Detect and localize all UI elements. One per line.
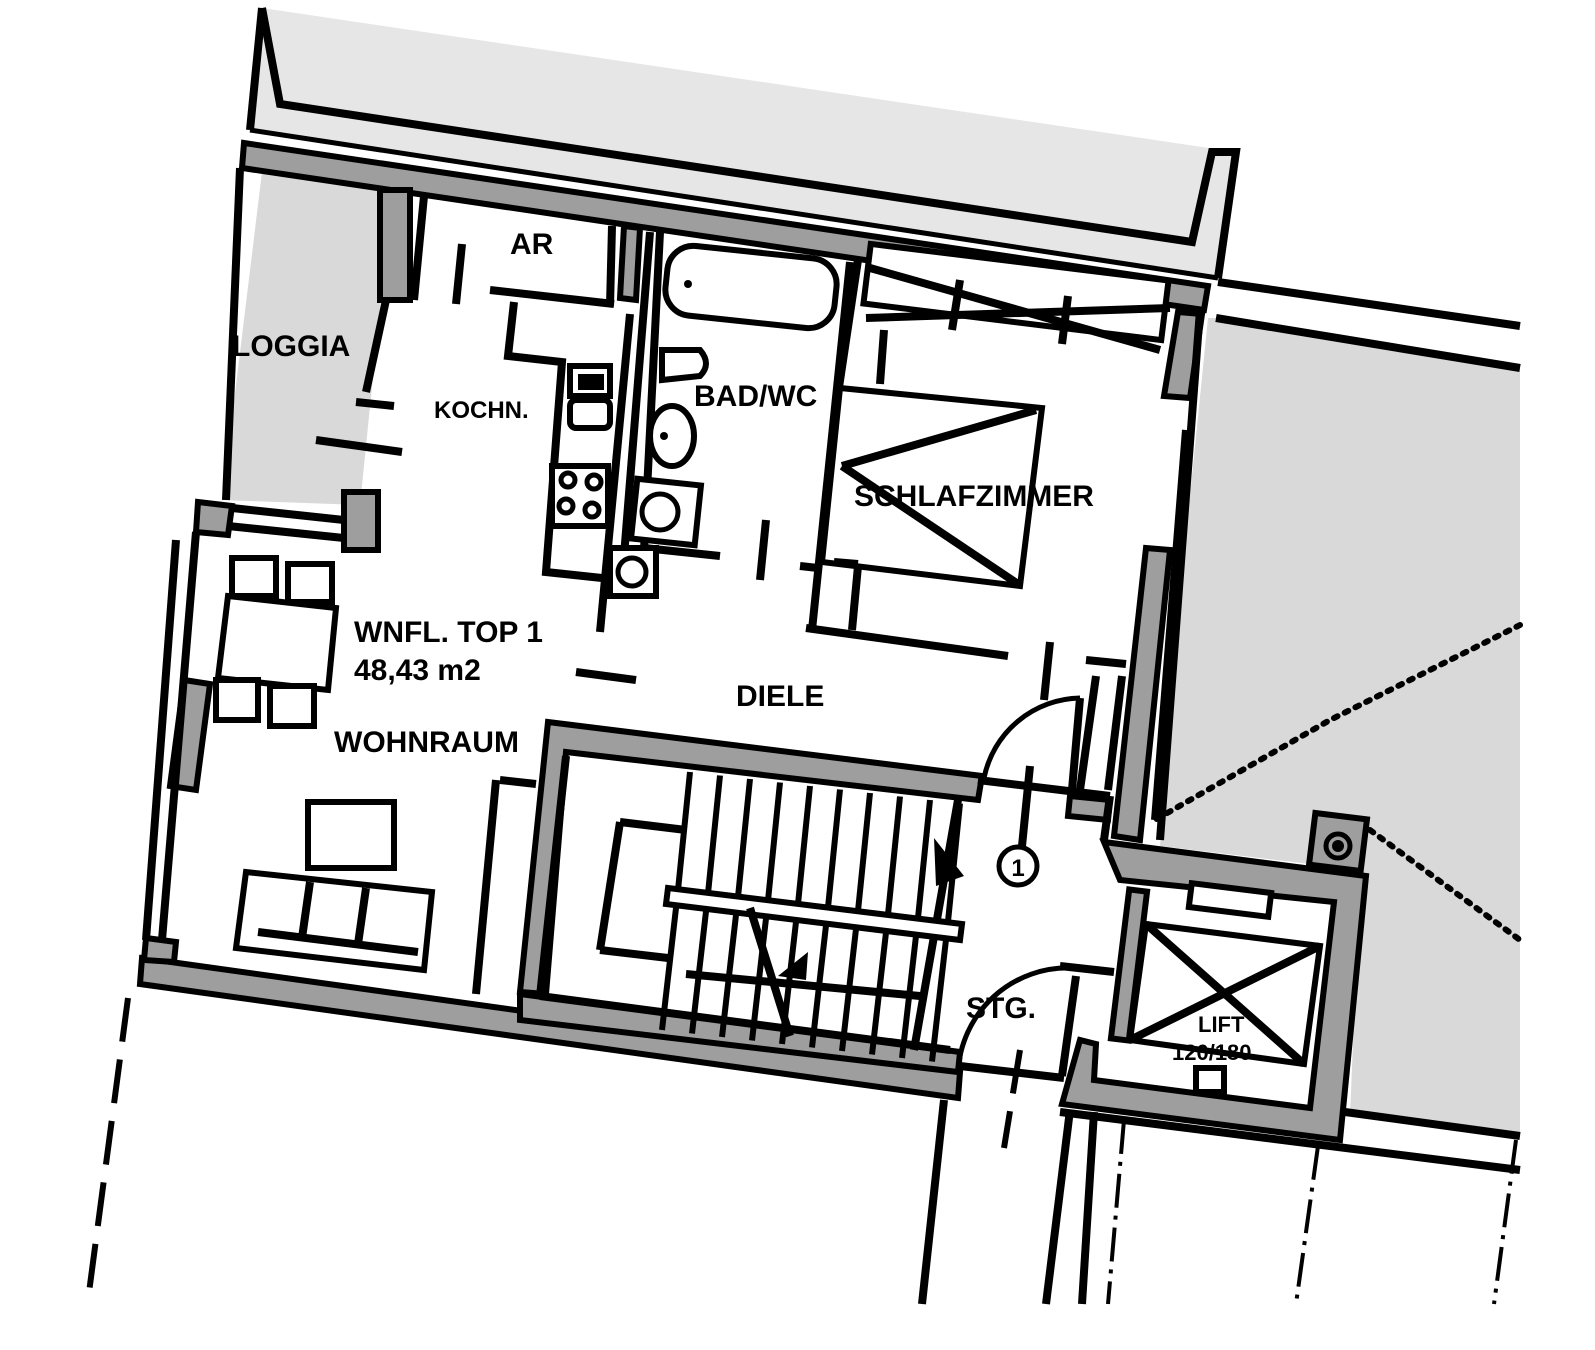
stair-tread <box>929 939 949 1062</box>
label-stg: STG. <box>966 992 1036 1025</box>
label-lift: LIFT <box>1198 1012 1245 1037</box>
label-lift-size: 120/180 <box>1172 1040 1252 1065</box>
stair-tread <box>825 789 843 908</box>
lift-car <box>1126 831 1353 1095</box>
stair-marker-number: 1 <box>1011 855 1024 882</box>
door-swings <box>955 695 1084 1073</box>
label-kochn: KOCHN. <box>434 397 529 424</box>
label-loggia: LOGGIA <box>232 330 350 363</box>
loggia-area <box>222 172 392 505</box>
stair-tread <box>765 782 783 901</box>
right-terrace <box>1151 278 1523 1140</box>
label-schlafzimmer: SCHLAFZIMMER <box>854 480 1094 513</box>
stair-tread <box>795 785 813 905</box>
stair-tread <box>915 799 933 919</box>
label-wohnraum: WOHNRAUM <box>334 726 519 759</box>
site-lines <box>85 997 1521 1305</box>
label-wnfl-title: WNFL. TOP 1 <box>354 616 543 649</box>
furniture <box>213 242 1046 974</box>
stair-tread <box>945 803 963 922</box>
stair-marker: 1 <box>996 765 1040 888</box>
stair-tread <box>675 771 693 891</box>
room-labels: AR LOGGIA KOCHN. BAD/WC SCHLAFZIMMER WNF… <box>232 228 1252 1065</box>
stair-tread <box>705 775 723 894</box>
staircase <box>536 755 966 1062</box>
stair-tread <box>885 796 903 915</box>
stair-tread <box>735 778 753 898</box>
stair-tread <box>659 907 679 1031</box>
top-balcony <box>246 7 1241 281</box>
outline-walls <box>142 167 1204 1082</box>
label-ar: AR <box>510 228 554 261</box>
label-wnfl-area: 48,43 m2 <box>354 654 481 687</box>
stair-tread <box>855 792 873 912</box>
label-diele: DIELE <box>736 680 824 713</box>
label-bad-wc: BAD/WC <box>694 380 817 413</box>
